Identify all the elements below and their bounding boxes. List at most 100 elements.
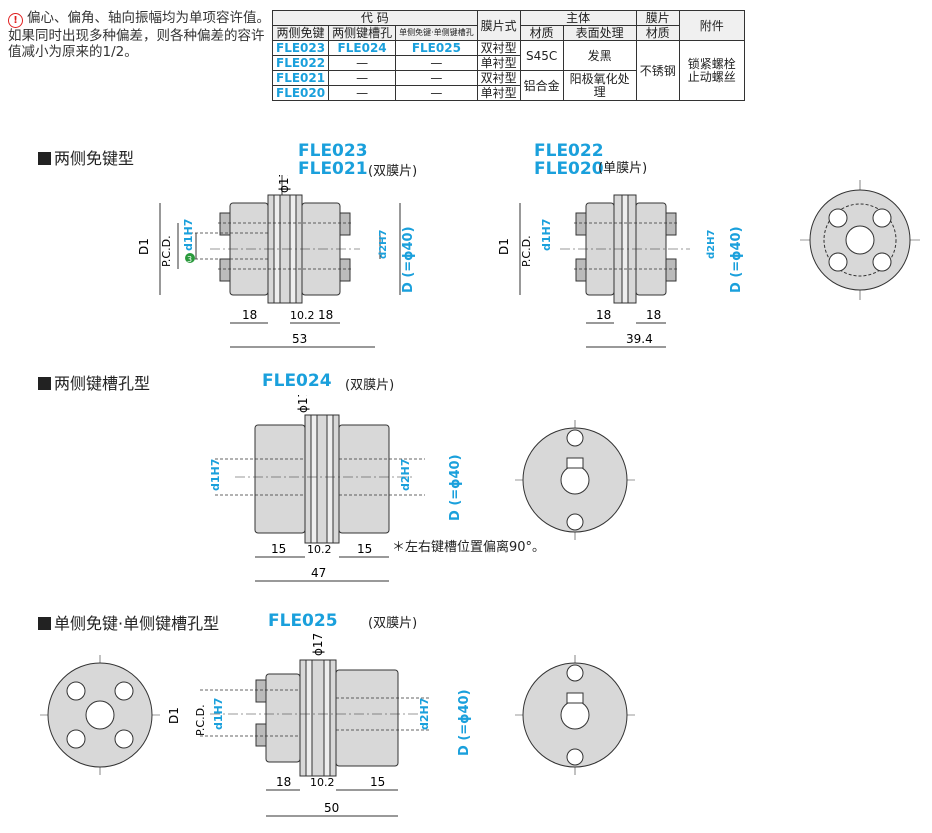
svg-text:D (=ϕ40): D (=ϕ40) (729, 226, 744, 293)
svg-text:3: 3 (187, 255, 192, 264)
tolerance-note-text: 偏心、偏角、轴向振幅均为单项容许值。如果同时出现多种偏差，则各种偏差的容许值减小… (8, 10, 270, 60)
svg-text:d2H7: d2H7 (399, 459, 412, 491)
code-fle023: FLE023 (298, 141, 368, 161)
table-cell: — (395, 85, 478, 101)
table-cell: 双衬型 (476, 40, 521, 56)
th-sub-3: 单侧免键·单侧键槽孔 (395, 25, 478, 41)
dim-outer-d: D (=ϕ40) (401, 226, 416, 293)
svg-text:d1H7: d1H7 (540, 219, 553, 251)
code-note-d: (双膜片) (368, 616, 418, 631)
warning-circle-icon: ! (8, 13, 23, 28)
svg-text:15: 15 (271, 542, 286, 556)
dim-d2h7: d2H7 (378, 230, 389, 259)
square-bullet-icon (38, 377, 51, 390)
drawing-fle023-side: D1 P.C.D. 3 d1H7 d2H7 D (=ϕ40) ϕ17 18 10… (137, 175, 416, 348)
svg-text:39.4: 39.4 (626, 332, 653, 346)
code-fle020: FLE020 (534, 159, 604, 179)
table-cell: 阳极氧化处理 (562, 70, 637, 101)
dim-phi17: ϕ17 (277, 175, 291, 193)
dim-d1h7: d1H7 (182, 219, 195, 251)
svg-text:D (=ϕ40): D (=ϕ40) (457, 689, 472, 756)
table-cell: 不锈钢 (635, 40, 680, 101)
table-cell: — (328, 55, 397, 71)
svg-text:50: 50 (324, 801, 339, 815)
th-acc: 附件 (678, 10, 745, 41)
drawing-fle024-side: d1H7 d2H7 D (=ϕ40) ϕ17 15 10.2 15 47 (209, 395, 463, 582)
th-body: 主体 (519, 10, 637, 26)
dim-right-18: 18 (318, 308, 333, 322)
tolerance-note: !偏心、偏角、轴向振幅均为单项容许值。如果同时出现多种偏差，则各种偏差的容许值减… (8, 10, 270, 60)
svg-text:47: 47 (311, 566, 326, 580)
table-cell: S45C (519, 40, 564, 71)
drawing-end-view-3 (40, 655, 160, 775)
section-heading-1: 两侧免键型 (38, 145, 134, 169)
svg-text:P.C.D.: P.C.D. (520, 235, 533, 267)
table-cell: 单衬型 (476, 55, 521, 71)
table-cell: 锁紧螺栓止动螺丝 (678, 40, 745, 101)
section-heading-3: 单侧免键·单侧键槽孔型 (38, 610, 219, 634)
keyway-offset-note: ＊左右键槽位置偏离90°。 (392, 540, 546, 555)
svg-text:d2H7: d2H7 (418, 698, 431, 730)
th-type: 膜片式 (476, 10, 521, 41)
code-note-a: (双膜片) (368, 164, 418, 179)
svg-text:d2H7: d2H7 (706, 230, 717, 259)
code-fle021: FLE021 (298, 159, 368, 179)
table-cell: — (328, 85, 397, 101)
th-disc: 膜片 (635, 10, 680, 26)
square-bullet-icon (38, 617, 51, 630)
table-cell: FLE023 (271, 40, 330, 56)
dim-d1: D1 (137, 238, 151, 255)
table-cell: FLE022 (271, 55, 330, 71)
svg-text:d1H7: d1H7 (209, 459, 222, 491)
table-cell: 铝合金 (519, 70, 564, 101)
table-cell: 单衬型 (476, 85, 521, 101)
table-cell: — (328, 70, 397, 86)
table-cell: FLE024 (328, 40, 397, 56)
dim-mid-10-2: 10.2 (290, 309, 315, 322)
drawing-end-view-1 (800, 180, 920, 300)
svg-text:18: 18 (596, 308, 611, 322)
svg-text:10.2: 10.2 (310, 776, 335, 789)
svg-text:18: 18 (276, 775, 291, 789)
svg-text:D (=ϕ40): D (=ϕ40) (448, 454, 463, 521)
code-fle024: FLE024 (262, 371, 332, 391)
section-heading-2: 两侧键槽孔型 (38, 370, 150, 394)
th-sub-2: 两侧键槽孔 (328, 25, 397, 41)
svg-text:18: 18 (646, 308, 661, 322)
svg-text:P.C.D.: P.C.D. (194, 704, 207, 736)
green-marker-3 (185, 253, 195, 263)
code-note-b: (单膜片) (598, 161, 648, 176)
svg-text:d1H7: d1H7 (212, 698, 225, 730)
th-sub-4: 材质 (519, 25, 564, 41)
table-cell: — (395, 55, 478, 71)
th-sub-5: 表面处理 (562, 25, 637, 41)
svg-text:15: 15 (370, 775, 385, 789)
table-cell: FLE020 (271, 85, 330, 101)
spec-table: 代 码 膜片式 主体 膜片 附件 两侧免键 两侧键槽孔 单侧免键·单侧键槽孔 材… (271, 10, 745, 101)
drawing-end-view-2 (515, 420, 635, 540)
code-fle022: FLE022 (534, 141, 604, 161)
th-sub-6: 材质 (635, 25, 680, 41)
svg-text:15: 15 (357, 542, 372, 556)
th-code: 代 码 (272, 10, 478, 26)
drawing-end-view-4 (515, 655, 635, 775)
drawing-fle025-side: D1 P.C.D. d1H7 d2H7 D (=ϕ40) ϕ17 18 10.2… (167, 633, 472, 817)
dim-total-53: 53 (292, 332, 307, 346)
svg-text:D1: D1 (167, 707, 181, 724)
dim-pcd: P.C.D. (160, 235, 173, 267)
dim-left-18: 18 (242, 308, 257, 322)
table-cell: 双衬型 (476, 70, 521, 86)
drawing-fle022-side: D1 P.C.D. d1H7 d2H7 D (=ϕ40) 18 18 39.4 (497, 194, 744, 348)
svg-text:D1: D1 (497, 238, 511, 255)
table-cell: FLE025 (395, 40, 478, 56)
square-bullet-icon (38, 152, 51, 165)
table-cell: FLE021 (271, 70, 330, 86)
code-fle025: FLE025 (268, 611, 338, 631)
code-note-c: (双膜片) (345, 378, 395, 393)
svg-text:10.2: 10.2 (307, 543, 332, 556)
table-cell: 发黑 (562, 40, 637, 71)
table-cell: — (395, 70, 478, 86)
th-sub-1: 两侧免键 (271, 25, 330, 41)
svg-text:ϕ17: ϕ17 (311, 633, 325, 656)
svg-text:ϕ17: ϕ17 (296, 395, 310, 413)
